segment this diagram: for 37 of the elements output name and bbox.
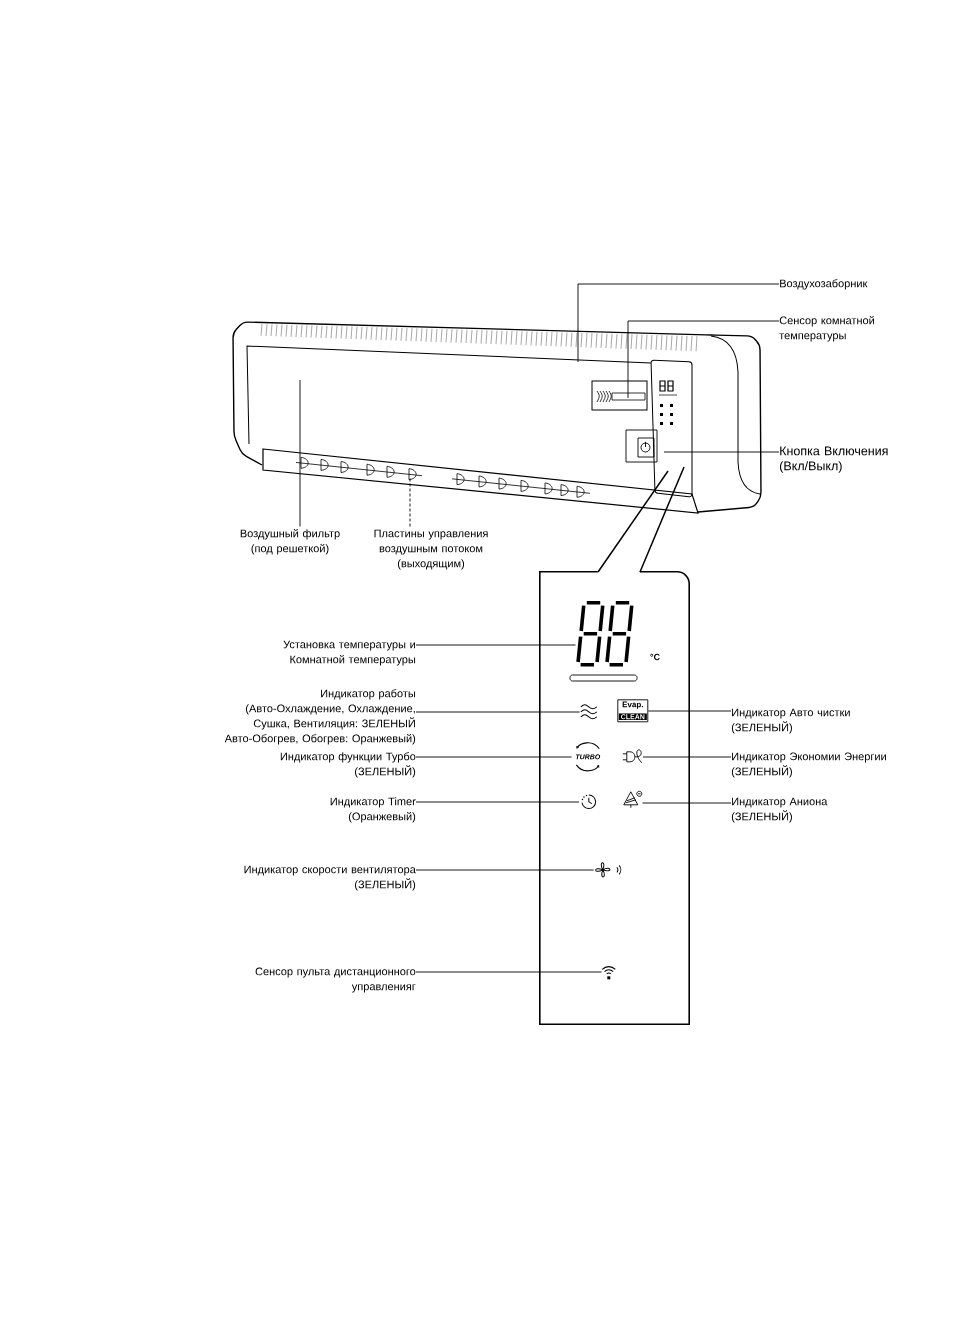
leader-line — [415, 711, 581, 713]
leader-line — [642, 756, 732, 758]
callout-label: Индикатор работы (Авто-Охлаждение, Охлаждение, Сушка, Вентиляция: ЗЕЛЕНЫЙ Авто-Обогрев, Обогрев: Оранжевый) — [224, 689, 416, 745]
signal-icon — [601, 966, 616, 980]
callout-label: Индикатор Timer (Оранжевый) — [330, 797, 416, 823]
leader-line — [409, 477, 411, 527]
callout-label: Индикатор функции Турбо (ЗЕЛЕНЫЙ) — [280, 752, 416, 778]
leader-line — [415, 971, 603, 973]
leader-line — [415, 801, 580, 803]
wave-icon — [580, 704, 598, 720]
leader-line — [627, 320, 780, 399]
callout-label: Индикатор Авто чистки (ЗЕЛЕНЫЙ) — [731, 708, 850, 734]
callout-label: Индикатор Аниона (ЗЕЛЕНЫЙ) — [731, 797, 828, 823]
leader-line — [663, 451, 780, 453]
leader-line — [415, 644, 577, 646]
leader-line — [415, 756, 573, 758]
fan-icon — [595, 862, 622, 878]
leader-line — [299, 379, 301, 527]
tree-icon — [623, 790, 643, 809]
seven-segment-display — [576, 601, 634, 667]
callout-label: Кнопка Включения (Вкл/Выкл) — [780, 446, 888, 473]
callout-label: Пластины управления воздушным потоком (выходящим) — [374, 529, 488, 570]
plug-icon — [622, 749, 643, 764]
unit-label: °C — [650, 653, 660, 661]
callout-label: Установка температуры и Комнатной температуры — [283, 640, 416, 666]
callout-label: Индикатор Экономии Энергии (ЗЕЛЕНЫЙ) — [731, 752, 886, 778]
callout-label: Воздушный фильтр (под решеткой) — [240, 529, 340, 555]
leader-line — [577, 283, 780, 363]
leader-line — [647, 710, 732, 712]
callout-label: Индикатор скорости вентилятора (ЗЕЛЕНЫЙ) — [244, 865, 416, 891]
leader-line — [642, 802, 732, 804]
callout-label: Сенсор комнатной температуры — [779, 316, 875, 342]
clock-icon — [581, 794, 597, 810]
callout-label: Сенсор пульта дистанционного управленияг — [255, 967, 416, 993]
callout-label: Воздухозаборник — [780, 279, 868, 290]
leader-line — [415, 869, 595, 871]
display-panel — [539, 571, 690, 1025]
